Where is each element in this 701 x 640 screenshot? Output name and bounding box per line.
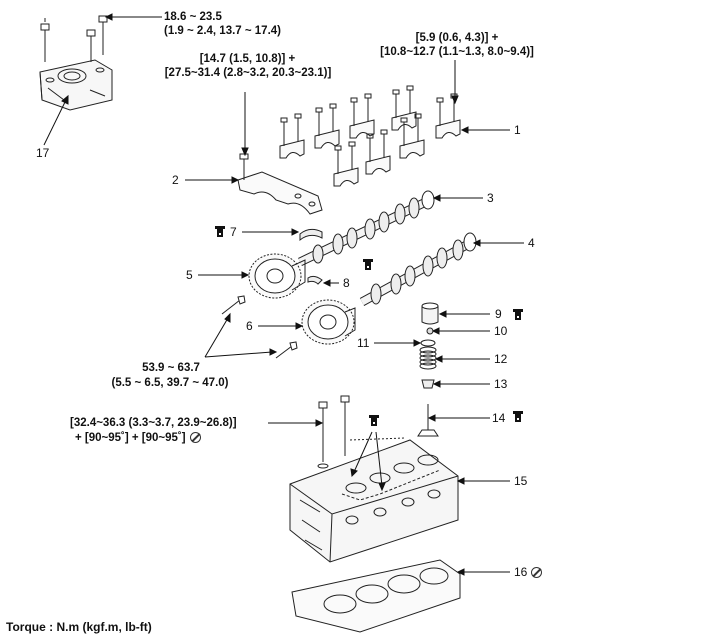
part-6-cvvt-sprocket bbox=[301, 299, 356, 345]
oil-can-icon bbox=[215, 226, 225, 237]
torque-cvvt-line1: 53.9 ~ 63.7 bbox=[142, 362, 200, 374]
callout-14: 14 bbox=[492, 411, 506, 425]
part-12-valve-spring bbox=[419, 346, 437, 370]
callout-9: 9 bbox=[495, 307, 502, 321]
leader-lines bbox=[43, 13, 524, 576]
callout-15: 15 bbox=[514, 474, 528, 488]
part-13-spring-seat bbox=[421, 379, 435, 389]
torque-cap-line2: [10.8~12.7 (1.1~1.3, 8.0~9.4)] bbox=[380, 46, 534, 58]
torque-front-cap-line2: [27.5~31.4 (2.8~3.2, 20.3~23.1)] bbox=[164, 67, 332, 79]
callout-5: 5 bbox=[186, 268, 193, 282]
part-2-front-cap bbox=[237, 153, 323, 215]
oil-can-icon bbox=[513, 309, 523, 320]
torque-cap-line1: [5.9 (0.6, 4.3)] + bbox=[415, 32, 499, 44]
callout-7: 7 bbox=[230, 225, 237, 239]
torque-bracket-line1: 18.6 ~ 23.5 bbox=[164, 11, 222, 23]
callout-13: 13 bbox=[494, 377, 508, 391]
callout-1: 1 bbox=[514, 123, 521, 137]
part-11-retainer bbox=[420, 339, 436, 347]
part-3-camshaft bbox=[298, 190, 435, 267]
oil-can-icon bbox=[513, 411, 523, 422]
part-7-bearing-shell bbox=[299, 228, 323, 242]
callout-11: 11 bbox=[357, 336, 370, 350]
torque-units-note: Torque : N.m (kgf.m, lb-ft) bbox=[6, 620, 152, 634]
callout-10: 10 bbox=[494, 324, 508, 338]
torque-bracket-line2: (1.9 ~ 2.4, 13.7 ~ 17.4) bbox=[164, 25, 281, 37]
oil-can-icon bbox=[363, 259, 373, 270]
no-reuse-icon bbox=[189, 432, 201, 443]
callout-16-text: 16 bbox=[514, 565, 528, 579]
part-4-camshaft bbox=[359, 232, 477, 306]
head-bolts bbox=[317, 395, 350, 469]
torque-front-cap-line1: [14.7 (1.5, 10.8)] + bbox=[199, 53, 296, 65]
no-reuse-icon bbox=[531, 567, 543, 578]
torque-head-line2-text: + [90~95˚] + [90~95˚] bbox=[75, 432, 186, 444]
part-16-gasket bbox=[291, 559, 461, 633]
callout-16: 16 bbox=[514, 565, 543, 579]
torque-head-line1: [32.4~36.3 (3.3~3.7, 23.9~26.8)] bbox=[70, 417, 237, 429]
part-1-bearing-caps bbox=[279, 85, 461, 187]
callout-6: 6 bbox=[246, 319, 253, 333]
part-9-tappet bbox=[421, 302, 439, 325]
callout-8: 8 bbox=[343, 276, 350, 290]
part-15-cylinder-head bbox=[289, 437, 459, 563]
oil-can-icon bbox=[369, 415, 379, 426]
part-17-bracket bbox=[39, 15, 113, 111]
torque-cvvt-line2: (5.5 ~ 6.5, 39.7 ~ 47.0) bbox=[111, 377, 229, 389]
callout-3: 3 bbox=[487, 191, 494, 205]
cvvt-bolts bbox=[221, 295, 298, 359]
part-8-key bbox=[307, 275, 323, 285]
callout-17: 17 bbox=[36, 146, 50, 160]
callout-4: 4 bbox=[528, 236, 535, 250]
part-14-valve bbox=[417, 404, 439, 437]
callout-2: 2 bbox=[172, 173, 179, 187]
callout-12: 12 bbox=[494, 352, 508, 366]
part-5-cvvt-sprocket bbox=[248, 253, 306, 299]
torque-head-line2: + [90~95˚] + [90~95˚] bbox=[75, 431, 201, 445]
